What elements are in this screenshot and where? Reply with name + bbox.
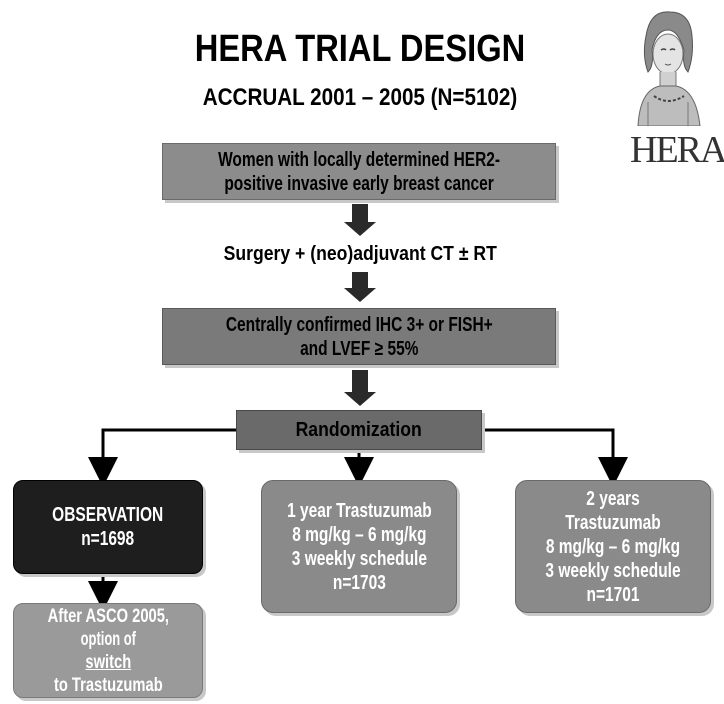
confirmation-box: Centrally confirmed IHC 3+ or FISH+and L…	[162, 308, 556, 365]
two-years-arm: 2 years Trastuzumab 8 mg/kg – 6 mg/kg 3 …	[515, 480, 711, 613]
page-subtitle: ACCRUAL 2001 – 2005 (N=5102)	[202, 84, 518, 111]
goddess-head-icon	[628, 6, 708, 127]
treatment-label: Surgery + (neo)adjuvant CT ± RT	[223, 243, 497, 265]
switch-word: switch	[85, 651, 131, 673]
down-arrow-3	[344, 370, 376, 406]
randomization-box: Randomization	[236, 410, 482, 450]
switch-option-box: After ASCO 2005, option of switch to Tra…	[13, 603, 203, 698]
one-year-arm: 1 year Trastuzumab 8 mg/kg – 6 mg/kg 3 w…	[261, 480, 457, 613]
eligibility-box: Women with locally determined HER2-posit…	[162, 143, 556, 200]
page-title: HERA TRIAL DESIGN	[194, 28, 526, 70]
down-arrow-1	[344, 204, 376, 236]
branch-right	[482, 428, 628, 487]
down-arrow-2	[344, 272, 376, 302]
hera-logo-text: HERA	[630, 129, 724, 171]
branch-left	[88, 428, 236, 487]
